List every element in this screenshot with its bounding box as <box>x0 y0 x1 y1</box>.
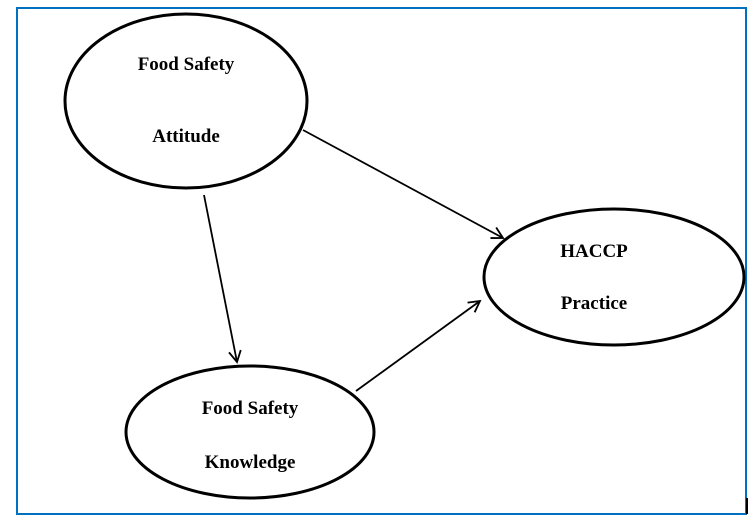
attitude-label-line1: Food Safety <box>138 54 235 75</box>
node-food-safety-knowledge: Food Safety Knowledge <box>124 364 376 500</box>
attitude-label-line2: Attitude <box>152 126 220 147</box>
knowledge-label-line2: Knowledge <box>205 452 296 473</box>
node-food-safety-attitude: Food Safety Attitude <box>63 12 309 190</box>
arrow-knowledge-to-haccp <box>355 299 482 392</box>
arrow-attitude-to-haccp <box>302 129 505 239</box>
frame-tick-mark <box>746 498 748 514</box>
node-haccp-practice: HACCP Practice <box>482 207 746 347</box>
arrow-attitude-to-knowledge <box>203 194 242 364</box>
haccp-label-line1: HACCP <box>560 241 628 262</box>
diagram-frame <box>16 7 747 515</box>
knowledge-label-line1: Food Safety <box>202 398 299 419</box>
haccp-label-line2: Practice <box>561 293 627 314</box>
